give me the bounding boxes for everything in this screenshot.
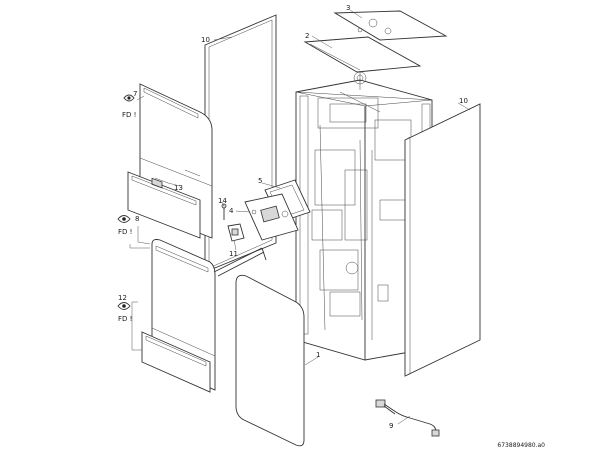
- part-main-housing: [295, 71, 433, 361]
- leader-lines: [136, 9, 471, 425]
- callout-2: 2: [305, 32, 309, 40]
- callout-10-right: 10: [459, 97, 468, 105]
- part-lower-fascia: [141, 331, 211, 393]
- fd-marker-8: FD !: [118, 228, 132, 236]
- callout-14: 14: [218, 197, 227, 205]
- part-cable-harness: [375, 399, 440, 437]
- part-right-side-panel: [404, 103, 481, 377]
- callout-1: 1: [316, 351, 320, 359]
- eye-icon: [123, 94, 135, 102]
- part-controller-board: [244, 193, 299, 241]
- callout-13: 13: [174, 184, 183, 192]
- bracket-lines: [129, 226, 151, 351]
- part-control-fascia: [127, 171, 201, 239]
- callout-5: 5: [258, 177, 262, 185]
- eye-icon: [117, 302, 131, 310]
- callout-7: 7: [133, 90, 137, 98]
- eye-icon: [117, 215, 131, 223]
- callout-10-left: 10: [201, 36, 210, 44]
- callout-9: 9: [389, 422, 393, 430]
- fd-marker-7: FD !: [122, 111, 136, 119]
- part-front-door: [235, 274, 305, 447]
- callout-12: 12: [118, 294, 127, 302]
- callout-11: 11: [229, 250, 238, 258]
- callout-4: 4: [229, 207, 234, 215]
- callout-labels: 3 2 10 10 7 13 5 4 14 8 11 12 1 9: [118, 4, 468, 430]
- fd-marker-12: FD !: [118, 315, 132, 323]
- callout-3: 3: [346, 4, 350, 12]
- callout-8: 8: [135, 215, 139, 223]
- part-cable-rods: [213, 247, 267, 277]
- part-top-cover: [333, 10, 448, 41]
- fd-markers: FD ! FD ! FD !: [118, 111, 136, 323]
- part-lid: [303, 36, 422, 73]
- part-small-connector: [227, 223, 245, 242]
- drawing-id: 6738894980.a0: [497, 442, 545, 449]
